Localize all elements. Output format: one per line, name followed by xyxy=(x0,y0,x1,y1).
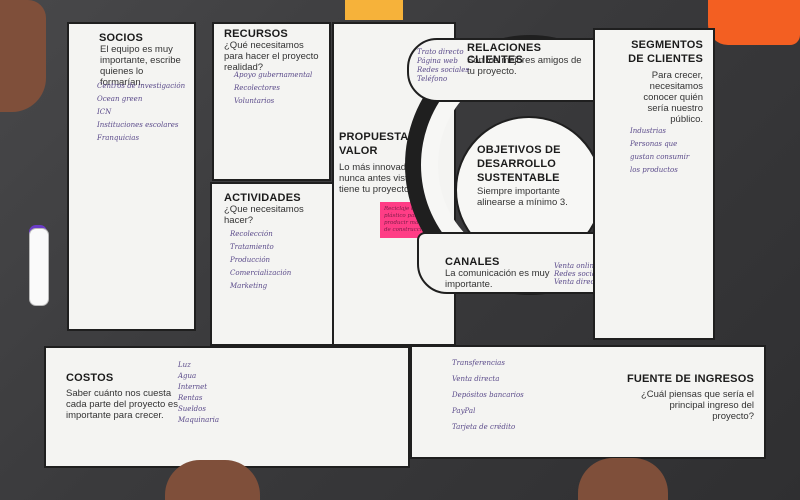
actividades-notes: Recolección Tratamiento Producción Comer… xyxy=(230,230,292,290)
actividades-panel: ACTIVIDADES ¿Que necesitamos hacer? Reco… xyxy=(210,182,334,346)
canales-description: La comunicación es muy importante. xyxy=(445,268,550,290)
orange-sticky-note xyxy=(345,0,403,20)
ingresos-panel: FUENTE DE INGRESOS ¿Cuál piensas que ser… xyxy=(410,345,766,459)
propuesta-description: Lo más innovador y nunca antes visto que… xyxy=(339,162,432,195)
costos-notes: Luz Agua Internet Rentas Sueldos Maquina… xyxy=(178,361,220,424)
socios-panel: SOCIOS El equipo es muy importante, escr… xyxy=(67,22,196,331)
ingresos-title: FUENTE DE INGRESOS xyxy=(626,373,754,385)
actividades-title: ACTIVIDADES xyxy=(224,192,301,204)
ingresos-notes: Transferencias Venta directa Depósitos b… xyxy=(452,359,524,431)
objetivos-description: Siempre importante alinearse a mínimo 3. xyxy=(477,186,568,208)
socios-title: SOCIOS xyxy=(99,32,143,44)
objetivos-circle: OBJETIVOS DE DESARROLLO SUSTENTABLE Siem… xyxy=(455,116,603,264)
actividades-description: ¿Que necesitamos hacer? xyxy=(224,204,304,226)
segmentos-title: SEGMENTOS DE CLIENTES xyxy=(628,39,703,65)
socios-notes: Centros de investigación Ocean green ICN… xyxy=(97,82,186,142)
ingresos-description: ¿Cuál piensas que sería el principal ing… xyxy=(640,389,754,422)
segmentos-notes: Industrias Personas que gustan consumir … xyxy=(630,127,690,174)
hand-bottom-right xyxy=(578,458,668,500)
recursos-panel: RECURSOS ¿Qué necesitamos para hacer el … xyxy=(212,22,331,181)
recursos-title: RECURSOS xyxy=(224,28,288,40)
relaciones-description: Son los mejores amigos de tu proyecto. xyxy=(467,55,582,77)
socios-description: El equipo es muy importante, escribe qui… xyxy=(100,44,181,88)
hand-bottom-center xyxy=(165,460,260,500)
objetivos-title: OBJETIVOS DE DESARROLLO SUSTENTABLE xyxy=(477,144,561,184)
whiteboard-marker xyxy=(29,228,49,306)
canales-title: CANALES xyxy=(445,256,500,268)
relaciones-notes: Trato directo Página web Redes sociales … xyxy=(417,48,469,83)
canales-notes: Venta online Redes sociales Venta direct… xyxy=(554,262,606,286)
relaciones-panel: RELACIONES CLIENTES Son los mejores amig… xyxy=(407,38,601,102)
recursos-notes: Apoyo gubernamental Recolectores Volunta… xyxy=(234,71,313,105)
hand-left-top xyxy=(0,0,46,112)
costos-panel: COSTOS Saber cuánto nos cuesta cada part… xyxy=(44,346,410,468)
propuesta-title: PROPUESTA DE VALOR xyxy=(339,131,427,157)
orange-bag xyxy=(708,0,800,45)
recursos-description: ¿Qué necesitamos para hacer el proyecto … xyxy=(224,40,319,73)
costos-description: Saber cuánto nos cuesta cada parte del p… xyxy=(66,388,178,421)
relaciones-title: RELACIONES CLIENTES xyxy=(467,42,542,66)
costos-title: COSTOS xyxy=(66,372,114,384)
segmentos-description: Para crecer, necesitamos conocer quién s… xyxy=(643,70,703,125)
segmentos-panel: SEGMENTOS DE CLIENTES Para crecer, neces… xyxy=(593,28,715,340)
